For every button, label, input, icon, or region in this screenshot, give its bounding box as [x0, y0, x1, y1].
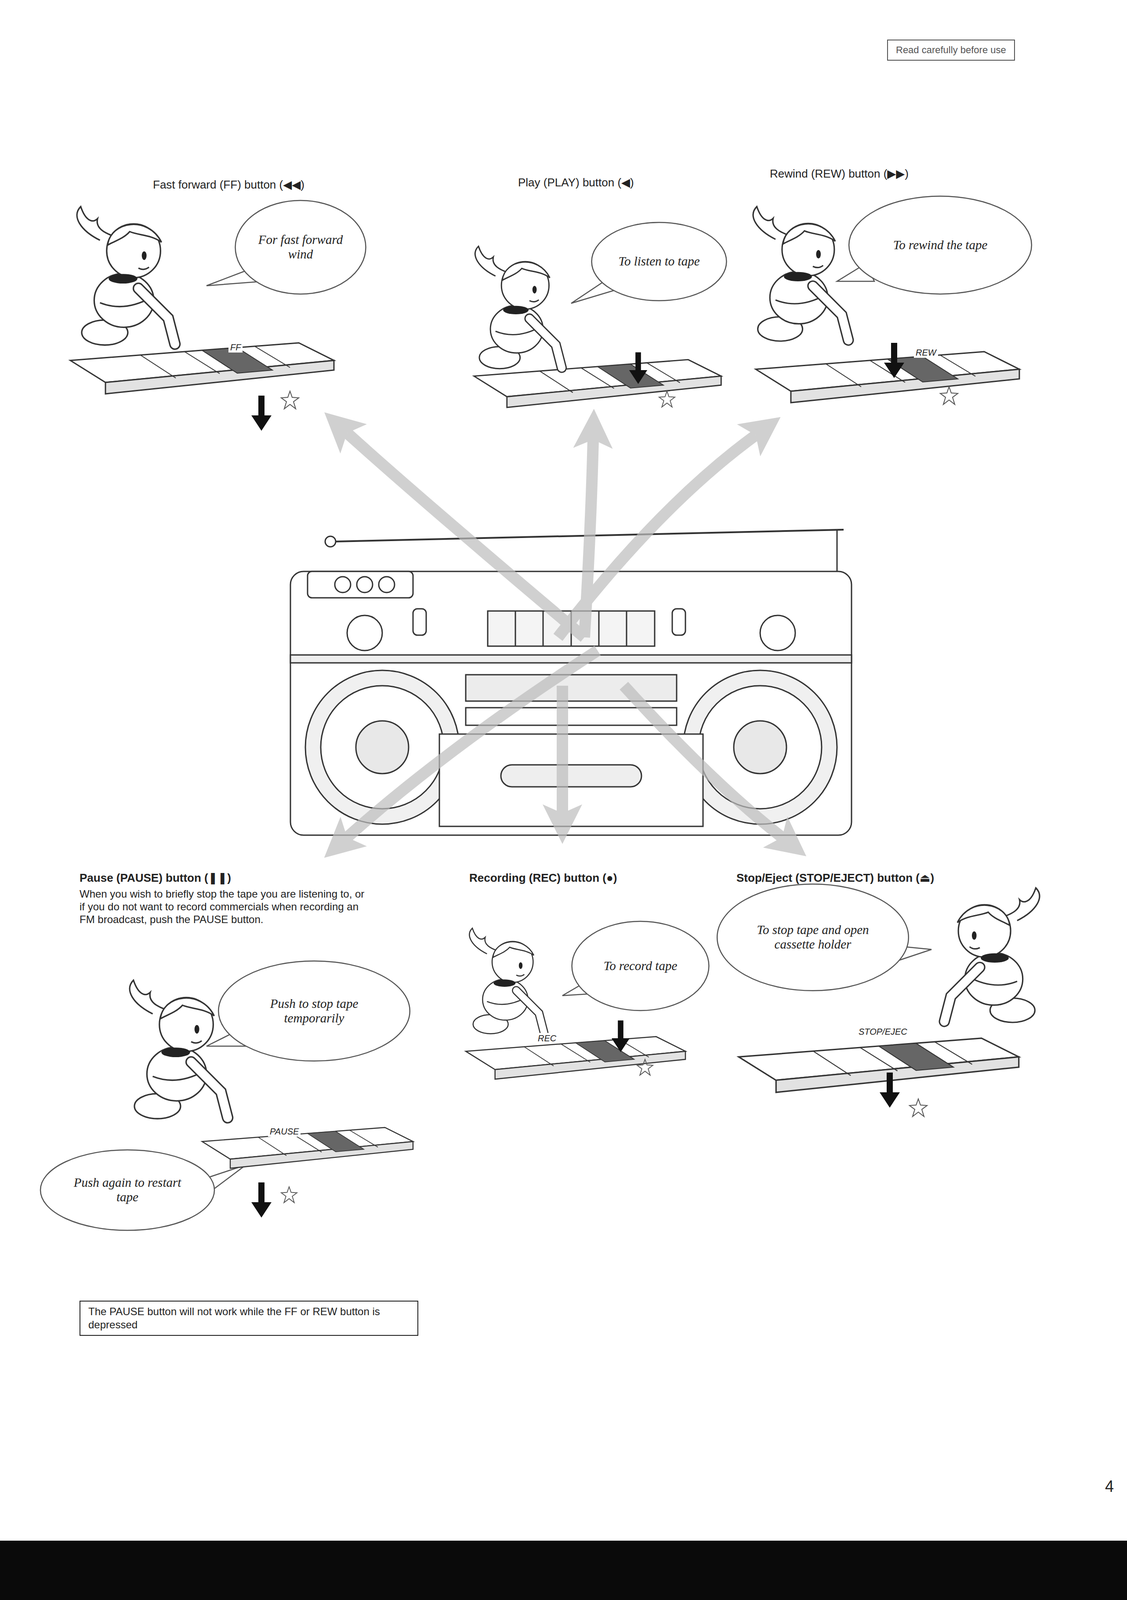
cartoon-figures [70, 206, 1040, 1218]
box-text: The PAUSE button will not work while the… [88, 1304, 410, 1331]
description-text: When you wish to briefly stop the tape y… [79, 887, 366, 926]
button-heading: Stop/Eject (STOP/EJECT) button (⏏) [736, 870, 935, 885]
bubble-caption: To record tape [593, 958, 688, 973]
bubble-caption: To rewind the tape [877, 237, 1004, 253]
radio-cassette-recorder [290, 529, 852, 835]
page-number: 4 [1105, 1476, 1114, 1496]
speech-bubble: For fast forward wind [234, 199, 367, 295]
bubble-text: Push again to restart tape [67, 1174, 188, 1205]
button-heading: Recording (REC) button (●) [469, 870, 617, 885]
speech-bubble: To stop tape and open cassette holder [716, 883, 910, 991]
bubble-caption: To stop tape and open cassette holder [746, 922, 879, 952]
pointer-arrows [347, 432, 783, 838]
bubble-text: For fast forward wind [255, 232, 346, 262]
key-label: PAUSE [268, 1125, 301, 1137]
speech-bubble: To rewind the tape [847, 195, 1033, 295]
bubble-text: To listen to tape [612, 253, 706, 269]
bubble-text: Push to stop tape temporarily [248, 996, 380, 1026]
key-label: REC [536, 1032, 559, 1044]
bubble-caption: To listen to tape [612, 253, 706, 269]
bubble-text: To rewind the tape [877, 237, 1004, 253]
box-text: Read carefully before use [895, 43, 1007, 57]
button-heading: Pause (PAUSE) button (❚❚) [79, 870, 232, 885]
bubble-outline [217, 960, 411, 1062]
bottom-band [0, 1540, 1127, 1600]
button-heading: Fast forward (FF) button (◀◀) [152, 177, 305, 192]
header-tag: Read carefully before use [887, 39, 1015, 61]
button-heading: Rewind (REW) button (▶▶) [769, 166, 909, 181]
key-label: STOP/EJEC [856, 1025, 910, 1037]
note-box: The PAUSE button will not work while the… [79, 1300, 419, 1336]
bubble-text: To stop tape and open cassette holder [746, 922, 879, 952]
key-label: FF [228, 341, 243, 353]
speech-bubble: Push again to restart tape [39, 1148, 216, 1231]
speech-bubble: Push to stop tape temporarily [217, 960, 411, 1062]
speech-bubble: To record tape [571, 920, 710, 1011]
speech-bubble: To listen to tape [590, 221, 728, 301]
bubble-caption: Push again to restart tape [67, 1174, 188, 1205]
key-label: REW [913, 347, 939, 358]
bubble-text: To record tape [593, 958, 688, 973]
bubble-caption: Push to stop tape temporarily [248, 996, 380, 1026]
bubble-caption: For fast forward wind [255, 232, 346, 262]
button-heading: Play (PLAY) button (◀) [518, 175, 635, 190]
